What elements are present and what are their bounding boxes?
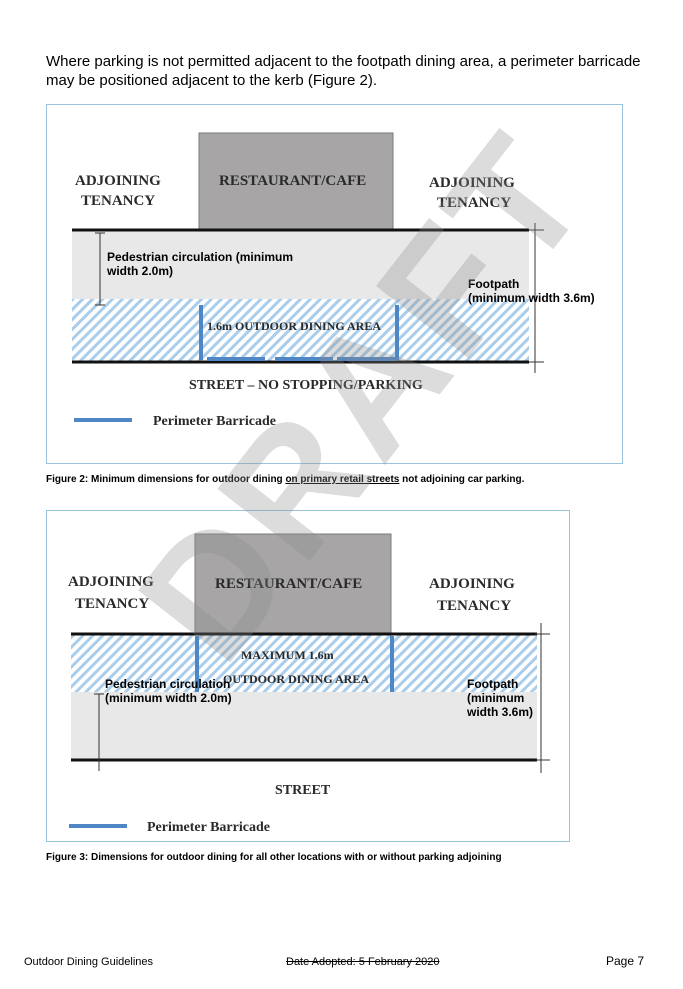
barricade-kerb-3 [337,357,395,361]
figure-3-caption: Figure 3: Dimensions for outdoor dining … [46,852,502,863]
pedestrian-label-line-2: width 2.0m) [106,264,173,278]
tenancy-right-label: TENANCY [437,195,511,211]
footer-date-adopted: Date Adopted: 5 February 2020 [286,956,440,968]
barricade-right [395,305,399,360]
dining-label-line-2: OUTDOOR DINING AREA [223,672,369,686]
adjoining-left-label: ADJOINING [68,574,154,590]
figure-2-caption: Figure 2: Minimum dimensions for outdoor… [46,474,524,485]
pedestrian-label-line-1: Pedestrian circulation [105,677,230,691]
intro-paragraph: Where parking is not permitted adjacent … [46,53,641,89]
dining-label-line-1: MAXIMUM 1.6m [241,648,334,662]
legend-barricade-label: Perimeter Barricade [147,820,270,835]
street-label: STREET [275,783,331,798]
restaurant-building [198,132,394,231]
tenancy-left-label: TENANCY [75,596,149,612]
pedestrian-label-line-2: (minimum width 2.0m) [105,691,232,705]
footpath-label-line-2: (minimum [467,691,524,705]
dining-hatch-strip [72,299,529,361]
footpath-label-line-1: Footpath [467,677,518,691]
adjoining-right-label: ADJOINING [429,175,515,191]
restaurant-label: RESTAURANT/CAFE [219,173,366,189]
barricade-left [195,636,199,692]
barricade-kerb-2 [275,357,333,361]
figure-2-diagram: ADJOINING TENANCY RESTAURANT/CAFE ADJOIN… [46,104,623,464]
footpath-label-line-2: (minimum width 3.6m) [468,291,595,305]
dining-hatch-strip [71,635,537,692]
barricade-right [390,636,394,692]
footpath-label-line-1: Footpath [468,277,519,291]
barricade-left [199,305,203,360]
tenancy-left-label: TENANCY [81,193,155,209]
caption-pre: Figure 2: Minimum dimensions for outdoor… [46,474,286,485]
barricade-kerb-1 [207,357,265,361]
caption-post: not adjoining car parking. [399,474,525,485]
legend-barricade-label: Perimeter Barricade [153,414,276,429]
restaurant-label: RESTAURANT/CAFE [215,576,362,592]
figure-3-svg: ADJOINING TENANCY RESTAURANT/CAFE ADJOIN… [68,533,550,835]
footer-page-number: Page 7 [606,954,645,968]
dining-area-label: 1.6m OUTDOOR DINING AREA [207,319,381,333]
tenancy-right-label: TENANCY [437,598,511,614]
figure-3-diagram: ADJOINING TENANCY RESTAURANT/CAFE ADJOIN… [46,510,570,842]
legend-barricade-swatch [74,418,132,422]
adjoining-left-label: ADJOINING [75,173,161,189]
legend-barricade-swatch [69,824,127,828]
figure-2-svg: ADJOINING TENANCY RESTAURANT/CAFE ADJOIN… [72,132,595,429]
restaurant-building [194,533,392,634]
pedestrian-label-line-1: Pedestrian circulation (minimum [107,250,293,264]
footer-document-title: Outdoor Dining Guidelines [24,956,154,968]
caption-underlined: on primary retail streets [285,474,400,485]
adjoining-right-label: ADJOINING [429,576,515,592]
footpath-label-line-3: width 3.6m) [466,705,533,719]
street-label: STREET – NO STOPPING/PARKING [189,378,423,393]
